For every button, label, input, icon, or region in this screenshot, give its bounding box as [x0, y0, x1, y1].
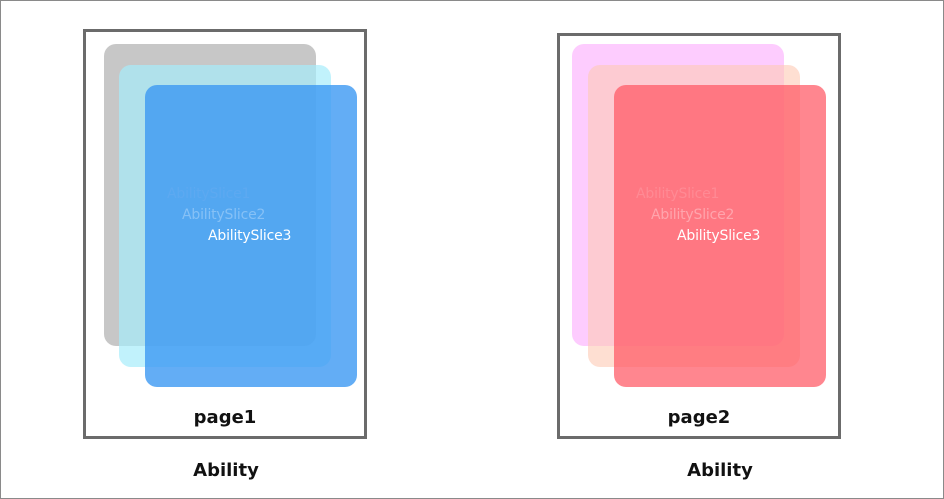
slice-label-1-2: AbilitySlice2: [182, 207, 266, 223]
slice-card-2-3: [614, 85, 826, 387]
slice-label-1-1: AbilitySlice1: [167, 186, 251, 202]
slice-label-2-3: AbilitySlice3: [677, 228, 761, 244]
ability-label-2: Ability: [687, 460, 753, 481]
slice-label-2-1: AbilitySlice1: [636, 186, 720, 202]
slice-card-1-3: [145, 85, 357, 387]
page-label-2: page2: [667, 407, 731, 428]
page-label-1: page1: [193, 407, 257, 428]
slice-label-2-2: AbilitySlice2: [651, 207, 735, 223]
slice-label-1-3: AbilitySlice3: [208, 228, 292, 244]
ability-label-1: Ability: [193, 460, 259, 481]
